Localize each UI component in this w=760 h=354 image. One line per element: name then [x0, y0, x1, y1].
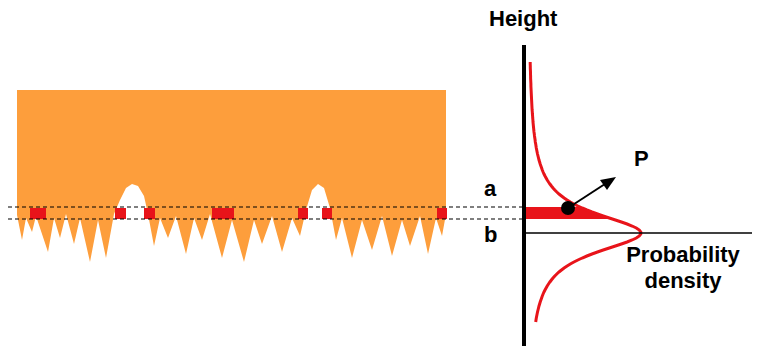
height-axis — [522, 45, 526, 346]
point-arrow — [568, 182, 608, 208]
point-label: P — [634, 146, 649, 172]
axis-title: Probability density — [610, 242, 756, 295]
axis-title: Height — [489, 6, 557, 32]
point-p — [561, 201, 575, 215]
rough-surface — [17, 90, 446, 262]
height-band-lines — [8, 207, 524, 219]
contact-segments — [0, 208, 447, 219]
density-curve — [530, 62, 641, 322]
density-axis — [524, 232, 752, 234]
band-label: a — [484, 176, 496, 202]
arrow-head — [600, 177, 616, 190]
band-label: b — [484, 222, 497, 248]
